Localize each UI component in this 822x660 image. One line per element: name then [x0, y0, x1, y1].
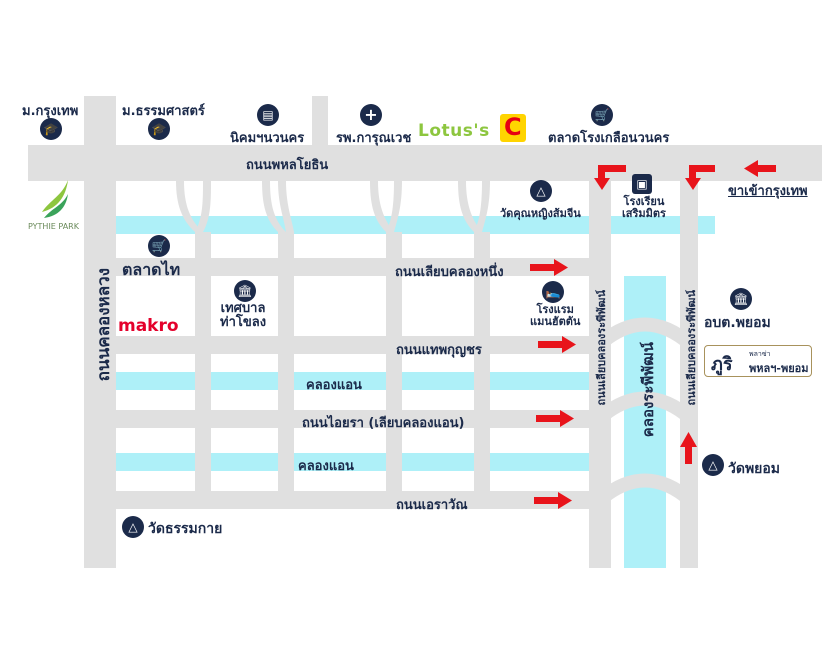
- shopping-cart-icon: 🛒: [148, 235, 170, 257]
- label-phahon-yothin: ถนนพหลโยธิน: [246, 158, 329, 173]
- label-talad-thai: ตลาดไท: [122, 260, 181, 279]
- factory-icon: ▤: [257, 104, 279, 126]
- label-wat-phayom: วัดพยอม: [728, 461, 781, 477]
- label-liap-khlong-nueng: ถนนเลียบคลองหนึ่ง: [395, 265, 504, 280]
- road-curve-1b: [176, 181, 203, 232]
- arrow-turn-left-1: [594, 165, 626, 190]
- label-thammasat-univ: ม.ธรรมศาสตร์: [122, 104, 205, 119]
- school-icon: ▣: [632, 174, 652, 194]
- road-frontage-right: [680, 181, 698, 568]
- canal-top: [115, 216, 715, 234]
- road-phahon-yothin: [28, 145, 822, 181]
- government-building-icon: 🏛: [730, 288, 752, 310]
- temple-icon: △: [530, 180, 552, 202]
- label-navanakorn-market: ตลาดโรงเกลือนวนคร: [548, 131, 670, 146]
- road-e-ra-wan: [115, 491, 589, 509]
- road-stub-top: [312, 96, 328, 146]
- road-curve-2b: [262, 181, 286, 232]
- phuri-sub2: พหลฯ-พยอม: [749, 362, 809, 375]
- label-thesaban: เทศบาล ท่าโขลง: [220, 301, 267, 330]
- logo-text: PYTHIE PARK: [28, 222, 79, 231]
- label-wat-thammakai: วัดธรรมกาย: [148, 521, 223, 537]
- canal-khlong-aen-1: [115, 372, 590, 390]
- road-v4: [474, 232, 490, 492]
- label-bangkok-univ: ม.กรุงเทพ: [22, 104, 79, 119]
- bigc-logo: C: [500, 113, 526, 142]
- label-khlong-luang: ถนนคลองหลวง: [94, 268, 114, 382]
- road-curve-4: [458, 181, 482, 232]
- road-khlong-luang: [84, 96, 116, 568]
- road-ai-ya-ra: [115, 410, 589, 428]
- makro-logo: makro: [118, 316, 179, 336]
- label-school: โรงเรียน เสริมมิตร: [622, 195, 666, 220]
- road-thep-kunchon: [115, 336, 589, 354]
- road-curve-1: [195, 181, 211, 232]
- logo-leaf-2: [44, 194, 68, 218]
- label-ra-phi-phat: คลองระพีพัฒน์: [639, 342, 657, 438]
- arrow-liap-khlong-nueng: [530, 259, 568, 276]
- bridge-3: [595, 473, 695, 506]
- road-frontage-left: [589, 181, 611, 568]
- canal-khlong-aen-2: [115, 453, 590, 471]
- road-curve-2: [278, 181, 294, 232]
- bridge-2: [595, 391, 695, 424]
- bridge-1: [595, 317, 695, 350]
- label-or-bor-tor: อบต.พยอม: [704, 315, 771, 331]
- road-v1: [195, 232, 211, 492]
- label-e-ra-wan: ถนนเอราวัณ: [396, 498, 468, 513]
- temple-icon: △: [122, 516, 144, 538]
- temple-icon: △: [702, 454, 724, 476]
- phuri-plaza-logo: ภูริ พลาซ่า พหลฯ-พยอม: [704, 345, 812, 377]
- arrow-turn-left-2: [685, 165, 715, 190]
- label-wat-khunying: วัดคุณหญิงส้มจีน: [500, 207, 581, 220]
- road-curve-4b: [474, 181, 490, 232]
- road-curve-3: [370, 181, 394, 232]
- arrow-e-ra-wan: [534, 492, 572, 509]
- label-to-bangkok: ขาเข้ากรุงเทพ: [728, 184, 808, 199]
- bigc-letter: C: [504, 113, 522, 141]
- label-karun-vej: รพ.การุณเวช: [336, 131, 412, 146]
- label-thep-kunchon: ถนนแทพกุญชร: [396, 343, 482, 358]
- label-khlong-aen-2: คลองแอน: [298, 459, 354, 474]
- label-hotel: โรงแรม แมนฮัตตัน: [530, 303, 581, 328]
- phuri-sub1: พลาซ่า: [749, 350, 771, 358]
- arrow-thep-kunchon: [538, 336, 576, 353]
- phuri-brand: ภูริ: [711, 354, 733, 375]
- arrow-up-phayom: [680, 432, 697, 464]
- arrow-to-bangkok: [744, 160, 776, 177]
- road-curve-3b: [386, 181, 402, 232]
- bed-icon: 🛌: [542, 281, 564, 303]
- label-khlong-aen-1: คลองแอน: [306, 378, 362, 393]
- road-liap-khlong-nueng: [115, 258, 589, 276]
- lotus-logo: Lotus's: [418, 121, 490, 141]
- arrow-ai-ya-ra: [536, 410, 574, 427]
- label-navanakorn: นิคมฯนวนคร: [230, 131, 305, 146]
- road-v2: [278, 232, 294, 492]
- government-building-icon: 🏛: [234, 280, 256, 302]
- logo-leaf: [42, 180, 68, 212]
- label-frontage-left: ถนนเลียบคลองระพีพัฒน์: [595, 290, 608, 406]
- graduation-cap-icon: 🎓: [148, 118, 170, 140]
- medical-cross-icon: +: [360, 104, 382, 126]
- label-frontage-right: ถนนเลียบคลองระพีพัฒน์: [685, 290, 698, 406]
- road-v3: [386, 232, 402, 492]
- label-ai-ya-ra: ถนนไอยรา (เลียบคลองแอน): [302, 416, 465, 431]
- shopping-cart-icon: 🛒: [591, 104, 613, 126]
- graduation-cap-icon: 🎓: [40, 118, 62, 140]
